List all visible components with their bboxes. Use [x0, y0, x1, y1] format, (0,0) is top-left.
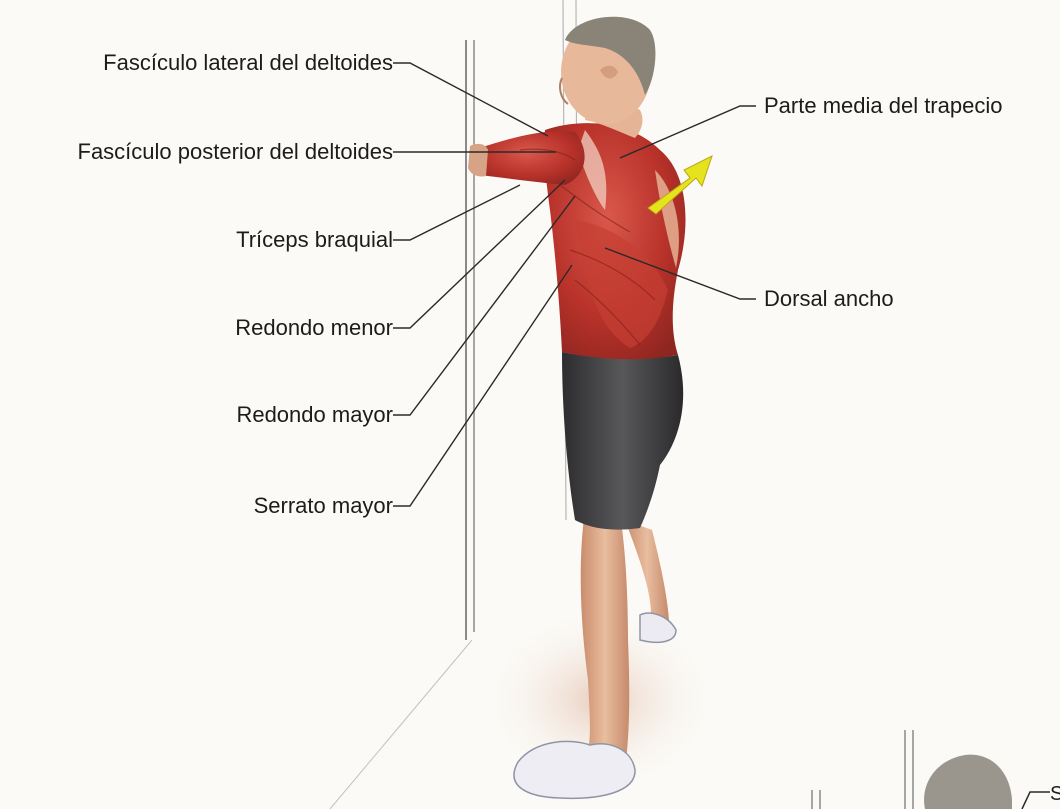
second-figure-fragment: S — [812, 730, 1060, 809]
leader-triceps — [393, 185, 520, 240]
arm — [480, 131, 585, 185]
leader-serratus — [393, 265, 572, 506]
label-teres-major: Redondo mayor — [236, 402, 393, 428]
back-shoe — [640, 613, 676, 642]
shorts — [562, 352, 683, 530]
leader-teres-major — [393, 196, 575, 415]
svg-text:S: S — [1050, 783, 1060, 805]
front-shoe — [514, 741, 635, 798]
label-deltoid-posterior: Fascículo posterior del deltoides — [78, 139, 394, 165]
label-deltoid-lateral: Fascículo lateral del deltoides — [103, 50, 393, 76]
leader-teres-minor — [393, 180, 565, 328]
label-serratus: Serrato mayor — [254, 493, 393, 519]
label-teres-minor: Redondo menor — [235, 315, 393, 341]
label-triceps: Tríceps braquial — [236, 227, 393, 253]
label-latissimus: Dorsal ancho — [764, 286, 894, 312]
leader-deltoid-lateral — [393, 63, 548, 136]
label-mid-trapezius: Parte media del trapecio — [764, 93, 1002, 119]
